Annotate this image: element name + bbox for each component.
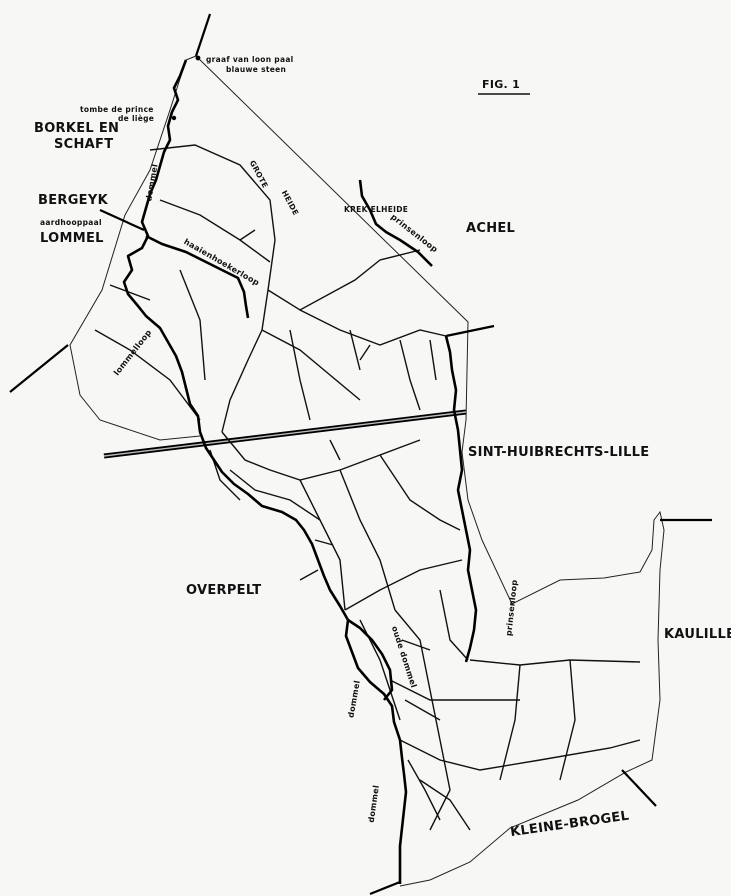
tombe-marker (171, 115, 177, 121)
label-oude-dommel: oude dommel (390, 625, 418, 689)
label-kaulille: KAULILLE (664, 627, 731, 642)
label-dommel-north: dommel (144, 163, 159, 202)
area-labels: GROTE HEIDE KREK ELHEIDE (248, 159, 408, 217)
graaf-paal-marker (195, 55, 201, 61)
figure-label: FIG. 1 (478, 78, 530, 95)
label-dommel-south: dommel (367, 784, 381, 823)
label-heide: HEIDE (280, 189, 301, 217)
label-sint-huibrechts-lille: SINT-HUIBRECHTS-LILLE (468, 445, 649, 460)
boundary-spurs (9, 13, 712, 896)
label-dommel-middle: dommel (346, 680, 361, 719)
label-borkel-en-schaft-1: BORKEL EN (34, 121, 119, 136)
motorway (103, 409, 467, 459)
label-tombe-de-prince: tombe de prince (80, 105, 154, 114)
label-grote: GROTE (248, 159, 270, 190)
label-blauwe-steen: blauwe steen (226, 65, 286, 74)
streams (122, 59, 478, 884)
svg-text:FIG. 1: FIG. 1 (482, 78, 520, 91)
label-krek-elheide: KREK ELHEIDE (344, 205, 408, 214)
label-borkel-en-schaft-2: SCHAFT (54, 137, 113, 152)
label-achel: ACHEL (466, 221, 515, 236)
label-aardhooppaal: aardhooppaal (40, 218, 102, 227)
label-lommelloop: lommelloop (112, 328, 153, 377)
label-haaienhoekerloop: haaienhoekerloop (182, 237, 261, 288)
municipality-border (69, 55, 665, 887)
label-overpelt: OVERPELT (186, 583, 261, 598)
label-lommel: LOMMEL (40, 231, 104, 246)
landmark-labels: graaf van loon paal blauwe steen tombe d… (40, 55, 294, 227)
road-network (94, 144, 641, 831)
label-bergeyk: BERGEYK (38, 193, 109, 208)
label-de-liege: de liège (118, 114, 154, 123)
label-kleine-brogel: KLEINE-BROGEL (509, 809, 630, 841)
label-graaf-van-loon-paal: graaf van loon paal (206, 55, 294, 64)
label-prinsenloop-south: prinsenloop (504, 579, 519, 636)
